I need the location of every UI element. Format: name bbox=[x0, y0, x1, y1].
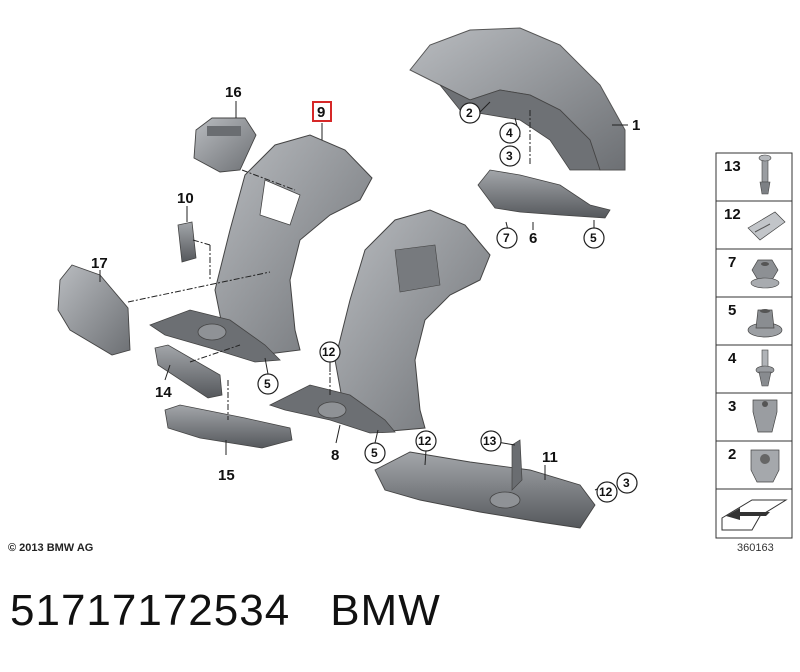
spring-clip-icon bbox=[747, 211, 786, 241]
callout-11: 11 bbox=[542, 449, 558, 466]
callout-9: 9 bbox=[317, 104, 325, 121]
expanding-rivet-icon bbox=[755, 349, 775, 387]
footer-caption: 51717172534 BMW bbox=[10, 586, 441, 636]
legend-label-2: 2 bbox=[728, 446, 736, 463]
callout-9-highlight: 9 bbox=[312, 101, 332, 122]
circled-callout-2: 2 bbox=[466, 106, 473, 120]
push-pin-icon bbox=[758, 154, 772, 195]
bracket-part bbox=[477, 169, 611, 219]
circled-callout-12: 12 bbox=[322, 345, 336, 359]
flange-nut-icon bbox=[747, 309, 783, 338]
nut-clip-icon bbox=[752, 399, 778, 433]
cover-part-16 bbox=[193, 117, 257, 173]
legend-label-13: 13 bbox=[724, 158, 741, 175]
callout-6: 6 bbox=[529, 230, 537, 247]
legend-label-3: 3 bbox=[728, 398, 736, 415]
circled-callout-labels: 2 4 3 7 5 5 12 5 12 13 12 3 bbox=[264, 106, 630, 499]
legend-label-4: 4 bbox=[728, 350, 737, 367]
callout-17: 17 bbox=[91, 255, 108, 272]
legend-label-12: 12 bbox=[724, 206, 741, 223]
circled-callouts bbox=[257, 102, 638, 503]
circled-callout-13: 13 bbox=[483, 434, 497, 448]
panel-part-15 bbox=[164, 404, 293, 449]
brand-name: BMW bbox=[330, 586, 441, 635]
circled-callout-3: 3 bbox=[623, 476, 630, 490]
circled-callout-12: 12 bbox=[599, 485, 613, 499]
wheel-arch-liner-rear-part bbox=[409, 27, 626, 171]
circled-callout-5: 5 bbox=[590, 231, 597, 245]
diagram-id: 360163 bbox=[737, 542, 774, 554]
leader-lines bbox=[99, 101, 628, 491]
parts-diagram: 1 6 16 10 17 14 15 8 11 9 2 4 3 7 5 5 12… bbox=[57, 27, 793, 539]
callout-10: 10 bbox=[177, 190, 194, 207]
circled-callout-5: 5 bbox=[371, 446, 378, 460]
wheel-arch-liner-front-right bbox=[268, 209, 491, 434]
small-bracket-part-10 bbox=[177, 221, 197, 263]
circled-callout-12: 12 bbox=[418, 434, 432, 448]
underbody-panel-part bbox=[374, 439, 596, 529]
clip-nut-icon bbox=[750, 449, 780, 483]
circled-callout-5: 5 bbox=[264, 377, 271, 391]
legend-label-5: 5 bbox=[728, 302, 736, 319]
arrow-icon bbox=[721, 499, 788, 531]
hex-nut-icon bbox=[750, 259, 780, 289]
circled-callout-7: 7 bbox=[503, 231, 510, 245]
wheel-arch-liner-front-left bbox=[149, 134, 373, 363]
strip-part-14 bbox=[154, 344, 223, 399]
legend-label-7: 7 bbox=[728, 254, 736, 271]
callout-8: 8 bbox=[331, 447, 339, 464]
callout-1: 1 bbox=[632, 117, 640, 134]
circled-callout-3: 3 bbox=[506, 149, 513, 163]
fastener-legend: 13 12 7 5 4 3 2 bbox=[715, 152, 793, 539]
copyright-notice: © 2013 BMW AG bbox=[8, 542, 94, 554]
callout-16: 16 bbox=[225, 84, 242, 101]
part-number: 51717172534 bbox=[10, 586, 291, 635]
cover-part-17 bbox=[57, 264, 131, 356]
callout-14: 14 bbox=[155, 384, 172, 401]
callout-15: 15 bbox=[218, 467, 235, 484]
circled-callout-4: 4 bbox=[506, 126, 513, 140]
